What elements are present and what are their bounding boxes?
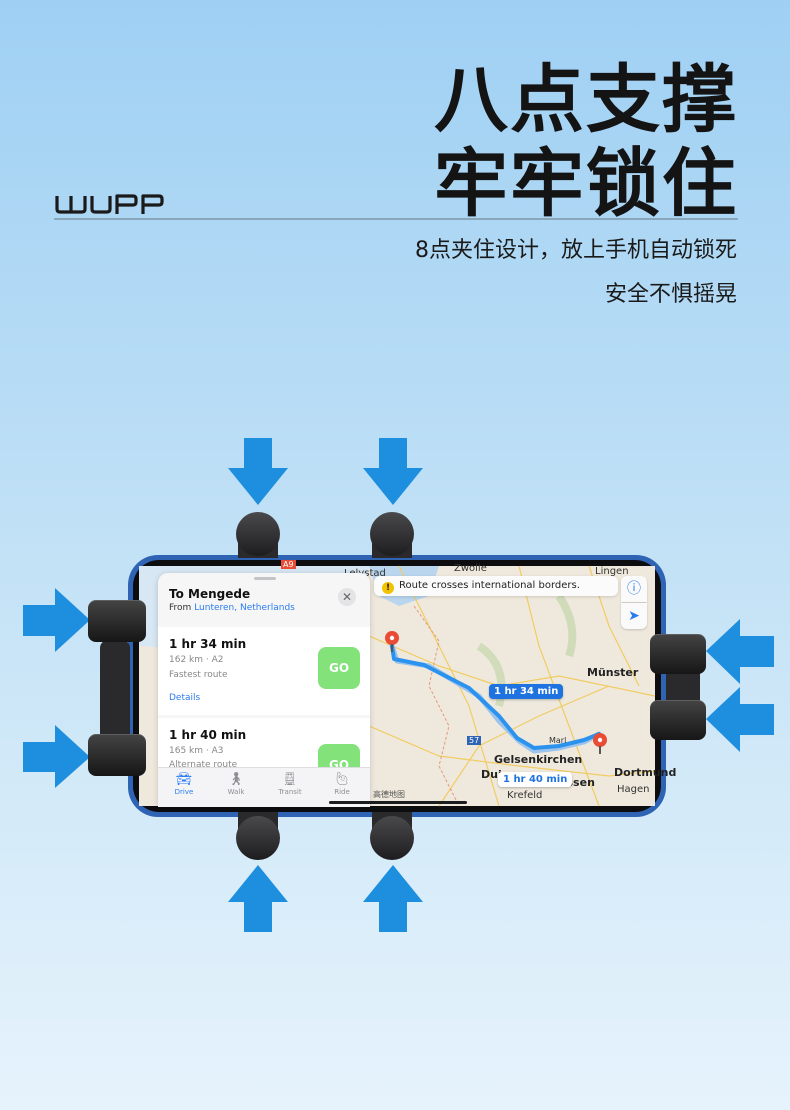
- arrow-down-icon: [363, 438, 423, 505]
- road-shield-a9: A9: [281, 560, 296, 569]
- tab-label: Ride: [334, 788, 350, 796]
- map-provider-logo: 高德地图: [373, 790, 405, 799]
- origin-prefix: From: [169, 603, 192, 613]
- route-alert: ! Route crosses international borders.: [374, 576, 618, 596]
- map-label-lingen: Lingen: [595, 566, 629, 577]
- location-arrow-icon: ➤: [628, 608, 640, 624]
- map-label-hagen: Hagen: [617, 784, 650, 795]
- close-button[interactable]: ✕: [338, 588, 356, 606]
- clamp-grip-top-left: [236, 512, 280, 556]
- route-distance: 165 km · A3: [169, 746, 224, 756]
- clamp-grip-right-upper: [650, 634, 706, 674]
- divider-line: [54, 218, 738, 220]
- phone-screen: Zwolle Lelystad Lingen Münster Gelsenkir…: [139, 560, 676, 807]
- clamp-grip-bottom-left: [236, 816, 280, 860]
- train-icon: 🚆︎: [281, 772, 299, 787]
- arrow-left-icon: [706, 619, 774, 684]
- tab-label: Transit: [278, 788, 302, 796]
- route-option[interactable]: 1 hr 34 min 162 km · A2 Fastest route GO…: [158, 627, 370, 715]
- arrow-right-icon: [23, 588, 90, 652]
- arrow-right-icon: [23, 725, 90, 788]
- map-label-gelsenkirchen: Gelsenkirchen: [494, 753, 583, 766]
- map-label-munster: Münster: [587, 666, 639, 679]
- panel-origin: From Lunteren, Netherlands: [169, 603, 295, 613]
- walk-icon: 🚶︎: [227, 772, 245, 787]
- route-pill-selected[interactable]: 1 hr 34 min: [489, 684, 564, 699]
- clamp-grip-top-right: [370, 512, 414, 556]
- arrow-left-icon: [706, 687, 774, 752]
- arrow-down-icon: [228, 438, 288, 505]
- tab-label: Drive: [174, 788, 194, 796]
- tab-label: Walk: [227, 788, 245, 796]
- car-icon: 🚘︎: [175, 772, 193, 787]
- tab-walk[interactable]: 🚶︎ Walk: [216, 772, 256, 796]
- subtitle-line-1: 8点夹住设计，放上手机自动锁死: [415, 238, 737, 263]
- hail-icon: 🙋︎: [333, 772, 351, 787]
- tab-drive[interactable]: 🚘︎ Drive: [164, 772, 204, 796]
- map-pin-icon: [385, 631, 399, 652]
- clamp-arm-left: [100, 640, 130, 750]
- tab-ride[interactable]: 🙋︎ Ride: [322, 772, 362, 796]
- route-alert-text: Route crosses international borders.: [399, 580, 580, 591]
- route-time: 1 hr 40 min: [169, 728, 247, 742]
- clamp-grip-left-upper: [88, 600, 146, 642]
- close-icon: ✕: [341, 590, 353, 604]
- map-label-duisburg: Dui: [481, 768, 502, 781]
- route-note: Fastest route: [169, 670, 228, 680]
- origin-link[interactable]: Lunteren, Netherlands: [194, 603, 295, 613]
- map-label-zwolle: Zwolle: [454, 563, 487, 574]
- arrow-up-icon: [363, 865, 423, 932]
- route-distance: 162 km · A2: [169, 655, 224, 665]
- map-pin-icon: [593, 733, 607, 754]
- tab-transit[interactable]: 🚆︎ Transit: [270, 772, 310, 796]
- warning-icon: !: [382, 582, 394, 594]
- go-button[interactable]: GO: [318, 647, 360, 689]
- details-link[interactable]: Details: [169, 693, 201, 703]
- map-label-dortmund: Dortmund: [614, 766, 677, 779]
- route-option[interactable]: 1 hr 40 min 165 km · A3 Alternate route …: [158, 718, 370, 786]
- arrow-up-icon: [228, 865, 288, 932]
- map-label-krefeld: Krefeld: [507, 790, 543, 801]
- home-indicator[interactable]: [329, 801, 467, 804]
- directions-panel: To Mengede From Lunteren, Netherlands ✕ …: [158, 573, 370, 807]
- locate-button[interactable]: ➤: [621, 603, 647, 629]
- road-shield-57: 57: [467, 736, 482, 745]
- panel-grabber[interactable]: [254, 577, 276, 580]
- route-time: 1 hr 34 min: [169, 637, 247, 651]
- brand-logo: [55, 194, 164, 214]
- info-icon: ⓘ: [627, 581, 641, 597]
- info-button[interactable]: ⓘ: [621, 576, 647, 602]
- headline: 八点支撑 牢牢锁住: [434, 58, 738, 226]
- route-note: Alternate route: [169, 760, 238, 770]
- transport-tab-bar: 🚘︎ Drive 🚶︎ Walk 🚆︎ Transit 🙋︎ Ride: [158, 767, 370, 807]
- clamp-grip-left-lower: [88, 734, 146, 776]
- headline-line-2: 牢牢锁住: [434, 141, 738, 227]
- clamp-grip-right-lower: [650, 700, 706, 740]
- map-label-marl: Marl: [549, 736, 567, 745]
- subtitle-line-2: 安全不惧摇晃: [604, 282, 737, 307]
- clamp-grip-bottom-right: [370, 816, 414, 860]
- headline-line-1: 八点支撑: [434, 57, 738, 143]
- route-pill-alternate[interactable]: 1 hr 40 min: [498, 772, 573, 787]
- panel-title: To Mengede: [169, 587, 251, 601]
